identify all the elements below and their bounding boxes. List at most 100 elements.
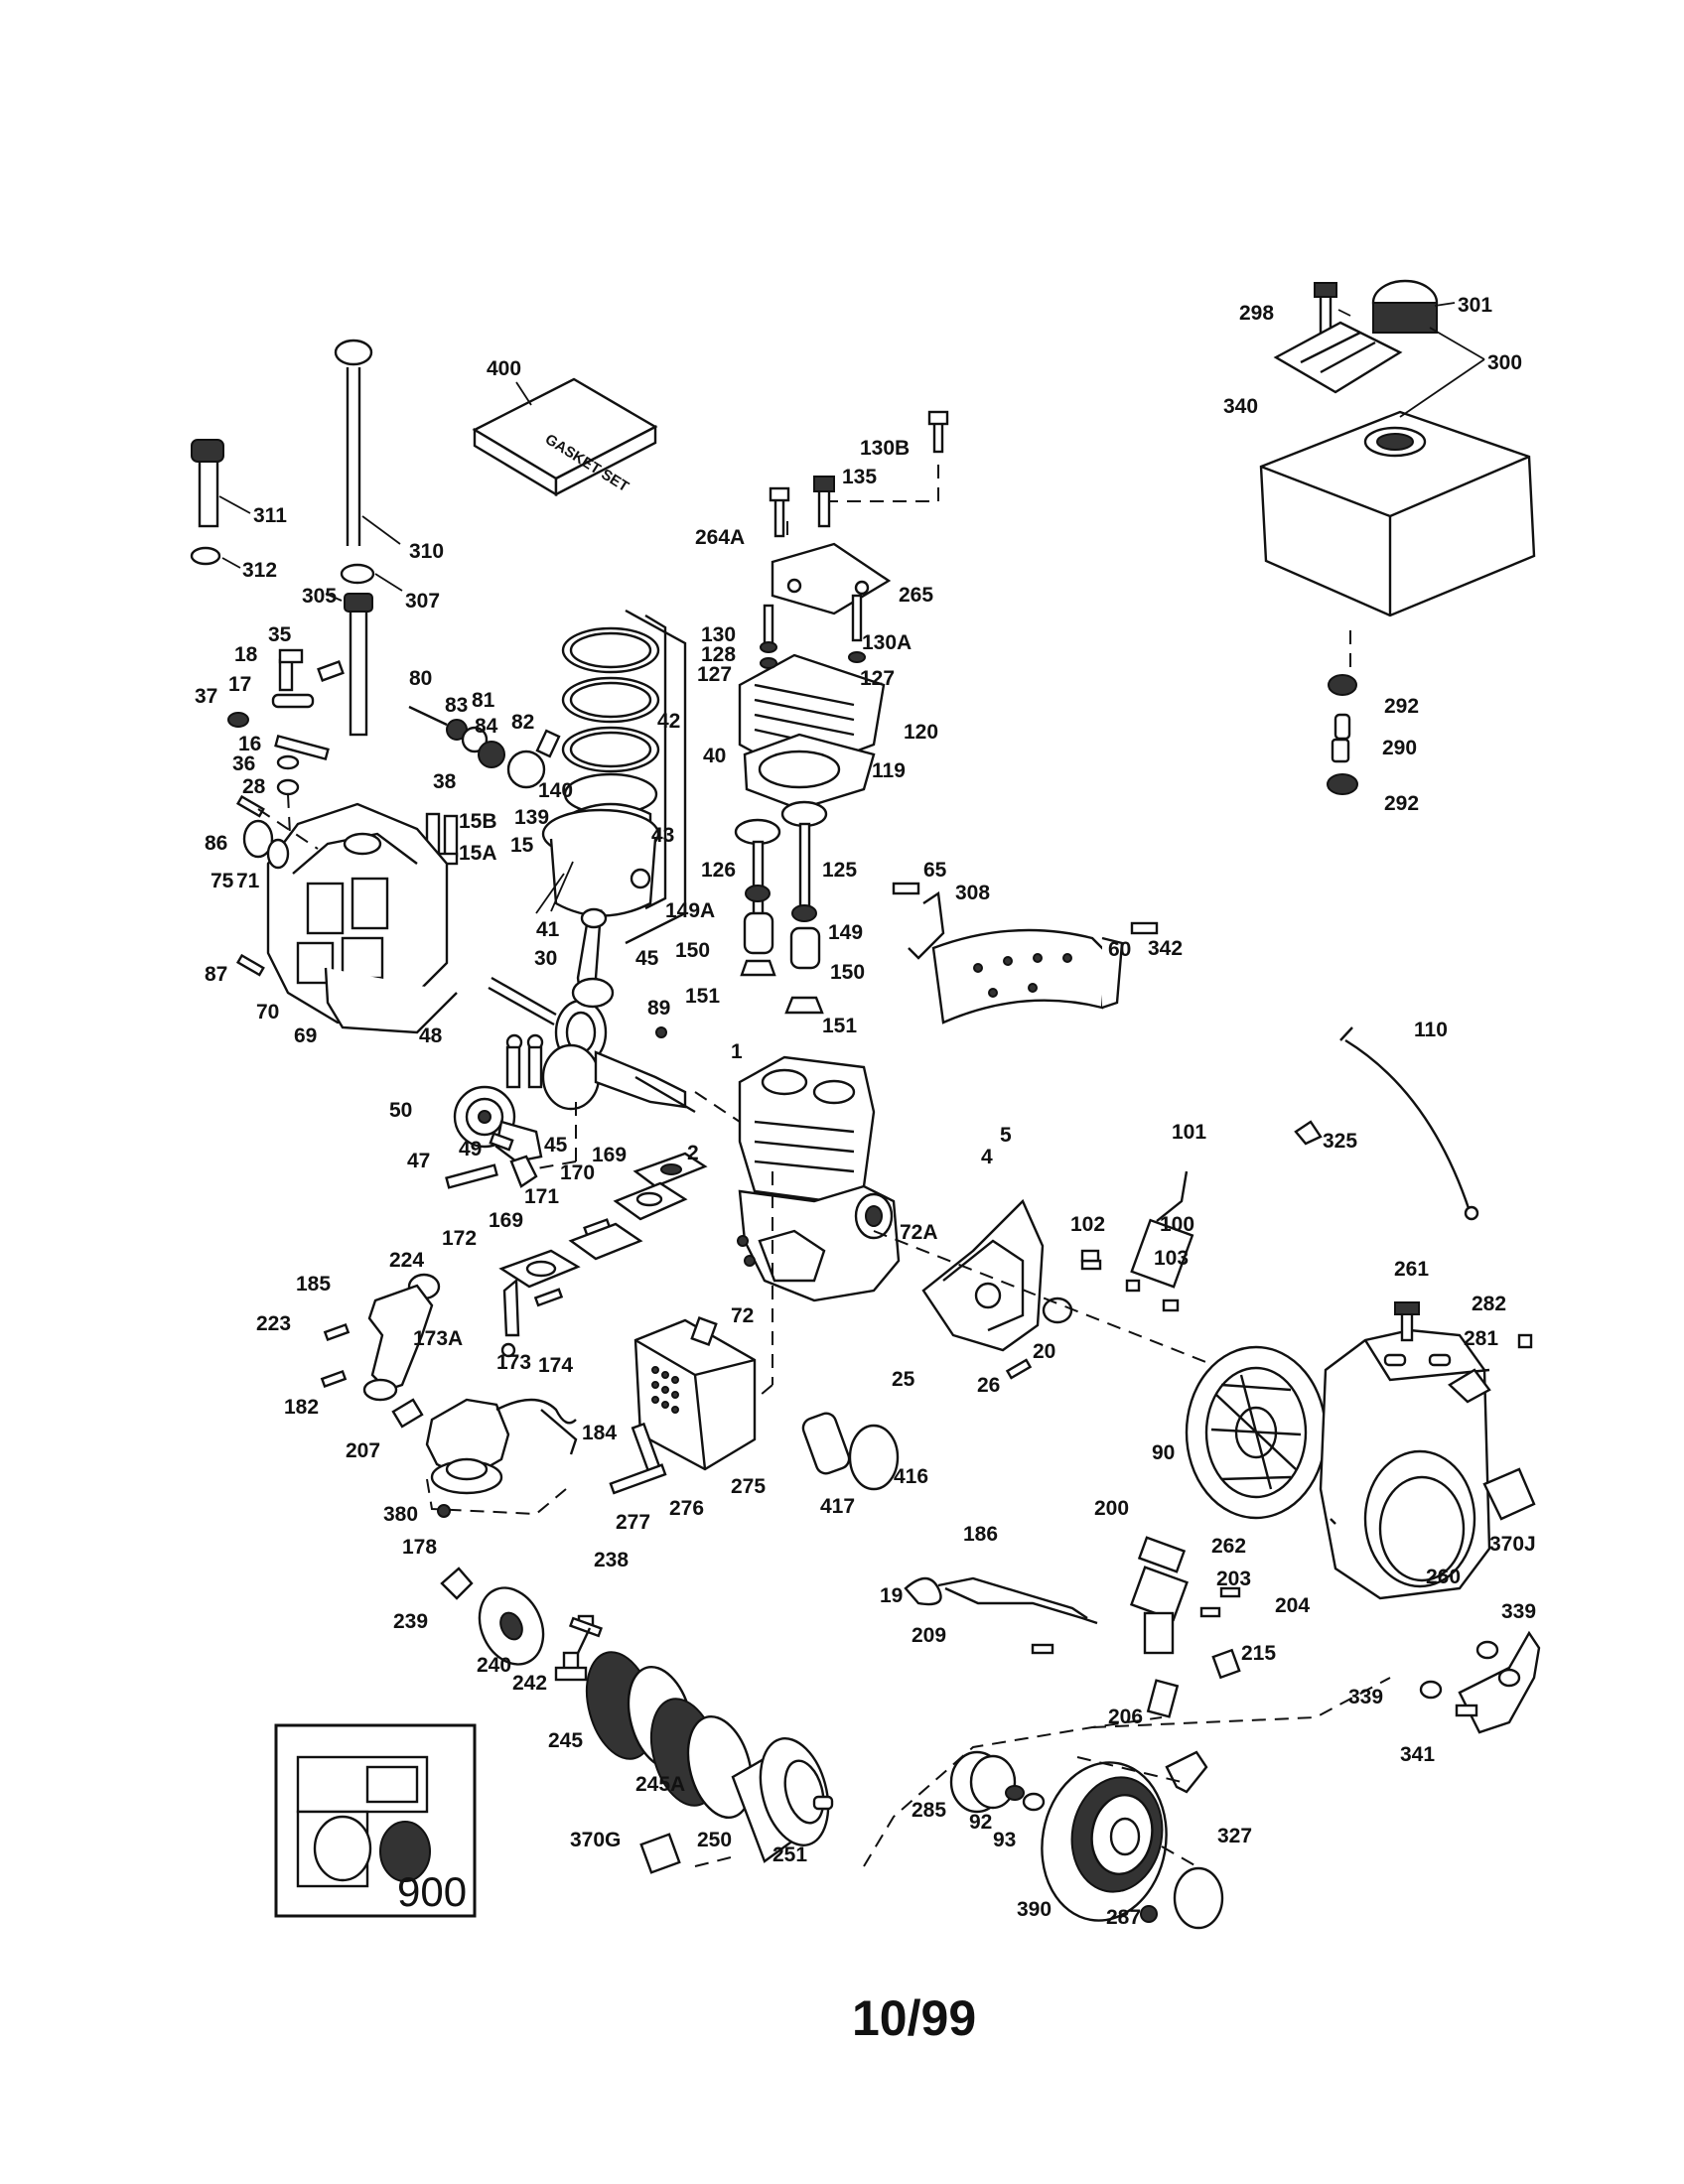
callout: 41 <box>536 918 560 941</box>
callout: 260 <box>1426 1566 1461 1588</box>
callout: 49 <box>459 1138 482 1160</box>
callout: 310 <box>409 540 444 563</box>
callout: 127 <box>860 667 895 690</box>
callout: 36 <box>232 752 255 775</box>
oil-fill-parts <box>190 339 403 737</box>
callout: 171 <box>524 1185 559 1208</box>
callout: 149 <box>828 921 863 944</box>
throttle-bracket <box>1419 1630 1541 1734</box>
callout: 130 <box>701 623 736 646</box>
callout: 120 <box>904 721 938 744</box>
callout: 251 <box>772 1843 807 1866</box>
callout: 169 <box>592 1144 627 1166</box>
callout: 340 <box>1223 395 1258 418</box>
cam-gear <box>445 1085 577 1189</box>
callout: 305 <box>302 585 337 608</box>
callout: 238 <box>594 1549 629 1571</box>
callout: 182 <box>284 1396 319 1419</box>
callout: 135 <box>842 466 877 488</box>
callout: 262 <box>1211 1535 1246 1558</box>
callout: 75 <box>210 870 234 892</box>
callout: 4 <box>981 1146 993 1168</box>
callout: 287 <box>1106 1906 1141 1929</box>
callout: 312 <box>242 559 277 582</box>
callout: 327 <box>1217 1825 1252 1847</box>
callout: 127 <box>697 663 732 686</box>
callout: 18 <box>234 643 258 666</box>
callout: 203 <box>1216 1568 1251 1590</box>
callout: 245 <box>548 1729 583 1752</box>
callout: 80 <box>409 667 432 690</box>
callout: 90 <box>1152 1441 1175 1464</box>
callout: 15 <box>510 834 534 857</box>
callout: 50 <box>389 1099 412 1122</box>
callout: 100 <box>1160 1213 1194 1236</box>
callout: 103 <box>1154 1247 1189 1270</box>
recoil-starter-group <box>863 1716 1224 1930</box>
engine-block <box>694 1055 901 1302</box>
callout: 207 <box>346 1439 380 1462</box>
callout: 86 <box>205 832 227 855</box>
callout: 290 <box>1382 737 1417 759</box>
callout: 261 <box>1394 1258 1429 1281</box>
callout: 101 <box>1172 1121 1206 1144</box>
callout: 301 <box>1458 294 1492 317</box>
callout: 26 <box>977 1374 1000 1397</box>
callout: 42 <box>657 710 680 733</box>
callout: 16 <box>238 733 261 755</box>
callout: 2 <box>687 1142 699 1164</box>
callout: 130A <box>862 631 912 654</box>
callout: 151 <box>685 985 720 1008</box>
callout: 28 <box>242 775 266 798</box>
callout: 47 <box>407 1150 430 1172</box>
callout: 215 <box>1241 1642 1276 1665</box>
callout: 185 <box>296 1273 331 1296</box>
callout: 149A <box>665 899 715 922</box>
callout: 83 <box>445 694 468 717</box>
callout: 82 <box>511 711 534 734</box>
callout: 20 <box>1033 1340 1055 1363</box>
ignition-module <box>1080 1170 1194 1312</box>
engine-inset: 900 <box>274 1723 477 1918</box>
callout: 84 <box>475 715 498 738</box>
callout: 151 <box>822 1015 857 1037</box>
callout: 184 <box>582 1422 617 1444</box>
callout: 250 <box>697 1829 732 1851</box>
callout: 15B <box>459 810 497 833</box>
callout: 370G <box>570 1829 621 1851</box>
callout: 72 <box>731 1304 754 1327</box>
callout: 71 <box>236 870 260 892</box>
callout: 70 <box>256 1001 279 1024</box>
crankshaft-group <box>488 907 696 1114</box>
callout: 128 <box>701 643 736 666</box>
cam-gear-group <box>408 705 561 866</box>
callout: 87 <box>205 963 227 986</box>
callout: 37 <box>195 685 217 708</box>
callout: 48 <box>419 1024 443 1047</box>
callout: 307 <box>405 590 440 613</box>
callout: 275 <box>731 1475 766 1498</box>
callout: 223 <box>256 1312 291 1335</box>
blower-housing <box>1319 1301 1536 1600</box>
callout: 19 <box>880 1584 903 1607</box>
callout: 204 <box>1275 1594 1310 1617</box>
callout: 43 <box>651 824 674 847</box>
callout: 173A <box>413 1327 463 1350</box>
callout: 416 <box>894 1465 928 1488</box>
callout: 276 <box>669 1497 704 1520</box>
callout: 72A <box>900 1221 938 1244</box>
governor-spring-cable <box>1294 1026 1479 1221</box>
callout: 5 <box>1000 1124 1012 1147</box>
callout: 342 <box>1148 937 1183 960</box>
callout: 125 <box>822 859 857 882</box>
callout: 370J <box>1489 1533 1536 1556</box>
callout: 17 <box>228 673 251 696</box>
callout: 126 <box>701 859 736 882</box>
switch-assembly <box>904 1536 1391 1728</box>
callout: 173 <box>496 1351 531 1374</box>
callout: 92 <box>969 1811 992 1834</box>
callout: 60 <box>1108 938 1131 961</box>
cylinder-head-group <box>738 410 949 811</box>
callout-labels: 311 312 310 307 305 130B 135 264A 265 29… <box>195 294 1536 1929</box>
